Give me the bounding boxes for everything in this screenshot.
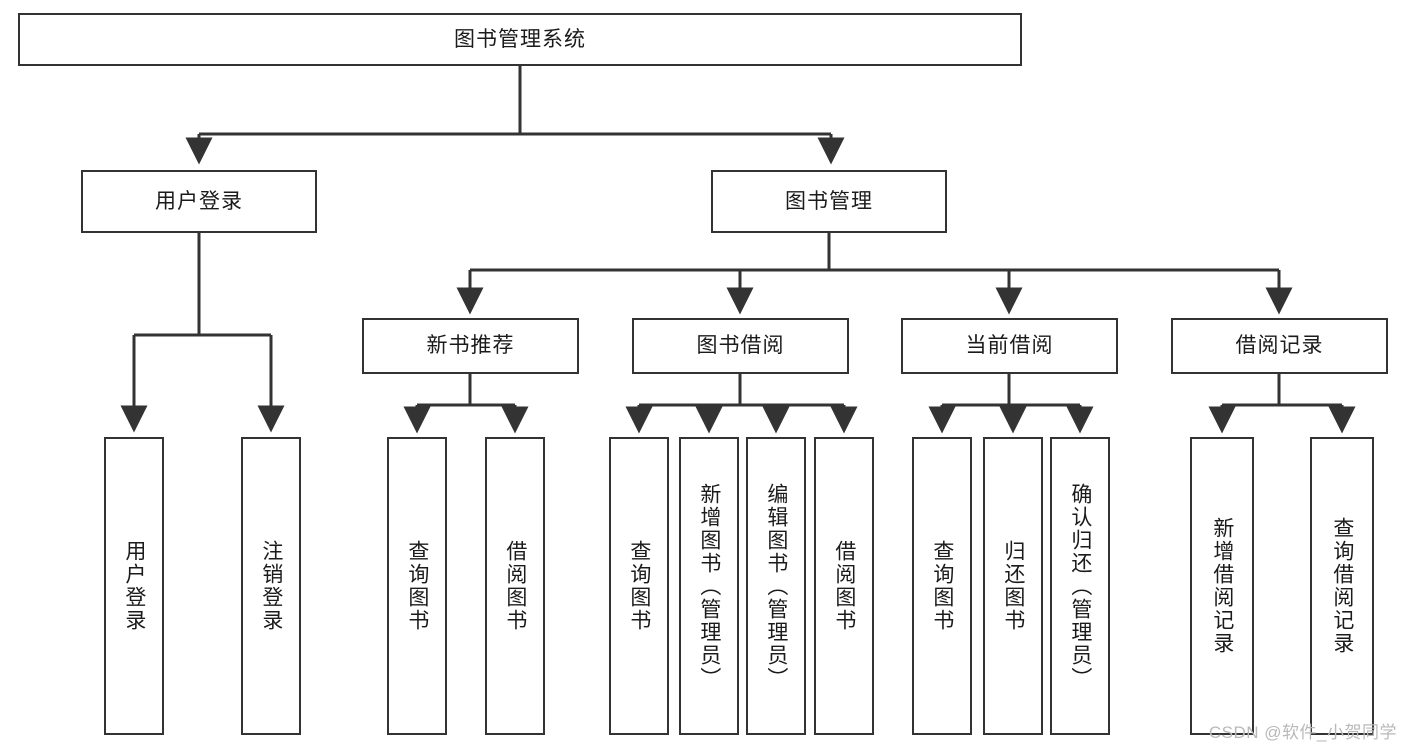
- node-label: 编辑图书（管理员）: [764, 482, 788, 690]
- csdn-watermark: CSDN @软件_小贺同学: [1208, 723, 1397, 742]
- node-label: 借阅图书: [832, 540, 856, 632]
- node-current-borrow[interactable]: 当前借阅: [901, 318, 1118, 374]
- node-leaf-user-login[interactable]: 用户登录: [104, 437, 164, 735]
- node-leaf-add-book-admin[interactable]: 新增图书（管理员）: [679, 437, 739, 735]
- node-borrow-record[interactable]: 借阅记录: [1171, 318, 1388, 374]
- node-leaf-query-book-recommend[interactable]: 查询图书: [387, 437, 447, 735]
- node-label: 图书管理: [785, 189, 873, 213]
- node-label: 当前借阅: [965, 334, 1054, 358]
- node-leaf-confirm-return-admin[interactable]: 确认归还（管理员）: [1050, 437, 1110, 735]
- node-root-system[interactable]: 图书管理系统: [18, 13, 1022, 66]
- node-leaf-query-book-current[interactable]: 查询图书: [912, 437, 972, 735]
- node-leaf-borrow-book-recommend[interactable]: 借阅图书: [485, 437, 545, 735]
- node-label: 借阅记录: [1235, 334, 1324, 358]
- node-label: 借阅图书: [503, 540, 527, 632]
- node-label: 归还图书: [1001, 540, 1025, 632]
- node-label: 图书借阅: [696, 334, 785, 358]
- node-label: 新增借阅记录: [1210, 517, 1234, 655]
- node-label: 查询图书: [405, 540, 429, 632]
- node-label: 查询图书: [930, 540, 954, 632]
- node-leaf-add-borrow-record[interactable]: 新增借阅记录: [1190, 437, 1254, 735]
- node-leaf-borrow-book[interactable]: 借阅图书: [814, 437, 874, 735]
- node-label: 确认归还（管理员）: [1068, 482, 1092, 690]
- node-leaf-query-borrow-record[interactable]: 查询借阅记录: [1310, 437, 1374, 735]
- node-label: 注销登录: [259, 540, 283, 632]
- node-user-login[interactable]: 用户登录: [81, 170, 317, 233]
- node-leaf-return-book[interactable]: 归还图书: [983, 437, 1043, 735]
- node-label: 用户登录: [155, 189, 243, 213]
- node-label: 查询图书: [627, 540, 651, 632]
- node-leaf-query-book-borrow[interactable]: 查询图书: [609, 437, 669, 735]
- node-book-management[interactable]: 图书管理: [711, 170, 947, 233]
- node-label: 图书管理系统: [454, 27, 586, 51]
- node-label: 用户登录: [122, 540, 146, 632]
- node-label: 查询借阅记录: [1330, 517, 1354, 655]
- node-new-book-recommend[interactable]: 新书推荐: [362, 318, 579, 374]
- node-leaf-logout[interactable]: 注销登录: [241, 437, 301, 735]
- node-label: 新增图书（管理员）: [697, 482, 721, 690]
- node-label: 新书推荐: [426, 334, 515, 358]
- node-book-borrow[interactable]: 图书借阅: [632, 318, 849, 374]
- node-leaf-edit-book-admin[interactable]: 编辑图书（管理员）: [746, 437, 806, 735]
